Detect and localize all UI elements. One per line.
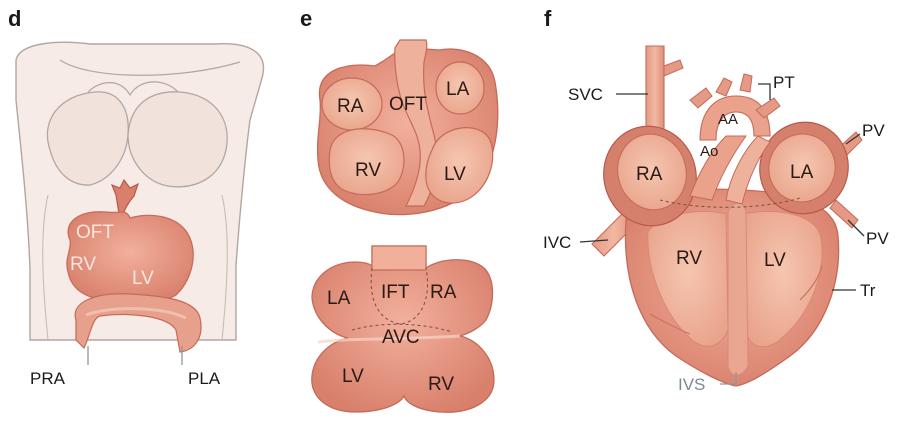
label-oft: OFT xyxy=(76,222,114,243)
heart-looped-top xyxy=(318,40,498,215)
label-pv-top: PV xyxy=(862,121,885,140)
label-ivs: IVS xyxy=(678,375,705,394)
mature-heart xyxy=(592,46,862,386)
label-pt: PT xyxy=(773,73,795,92)
label-f-la: LA xyxy=(790,162,814,183)
label-e2-rv: RV xyxy=(428,374,454,395)
label-f-ra: RA xyxy=(636,164,663,185)
label-svc: SVC xyxy=(568,85,603,104)
label-e2-lv: LV xyxy=(342,366,364,387)
label-tr: Tr xyxy=(860,281,876,300)
label-ivc: IVC xyxy=(543,233,571,252)
panel-f-letter: f xyxy=(544,6,552,31)
label-f-rv: RV xyxy=(676,248,702,269)
label-ao: Ao xyxy=(700,143,718,160)
label-f-lv: LV xyxy=(764,250,786,271)
label-pv-bottom: PV xyxy=(866,229,889,248)
panel-e: e RA OFT LA RV LV LA IFT xyxy=(300,6,498,412)
label-e2-avc: AVC xyxy=(382,327,420,348)
label-e2-ra: RA xyxy=(430,282,457,303)
label-pla: PLA xyxy=(188,369,221,388)
label-rv: RV xyxy=(70,254,96,275)
panel-d-letter: d xyxy=(8,6,21,31)
label-e-ra: RA xyxy=(337,96,364,117)
label-e-lv: LV xyxy=(444,164,466,185)
label-e2-la: LA xyxy=(327,288,351,309)
label-pra: PRA xyxy=(30,369,66,388)
label-aa: AA xyxy=(718,111,738,128)
label-lv: LV xyxy=(132,268,154,289)
leader-pt xyxy=(758,84,770,100)
label-e-oft: OFT xyxy=(389,94,427,115)
label-e-rv: RV xyxy=(355,160,381,181)
panel-d: d OFT RV LV PRA PLA xyxy=(8,6,264,388)
label-e-la: LA xyxy=(446,79,470,100)
label-e2-ift: IFT xyxy=(381,282,410,303)
panel-e-letter: e xyxy=(300,6,312,31)
panel-f: f xyxy=(543,6,889,394)
